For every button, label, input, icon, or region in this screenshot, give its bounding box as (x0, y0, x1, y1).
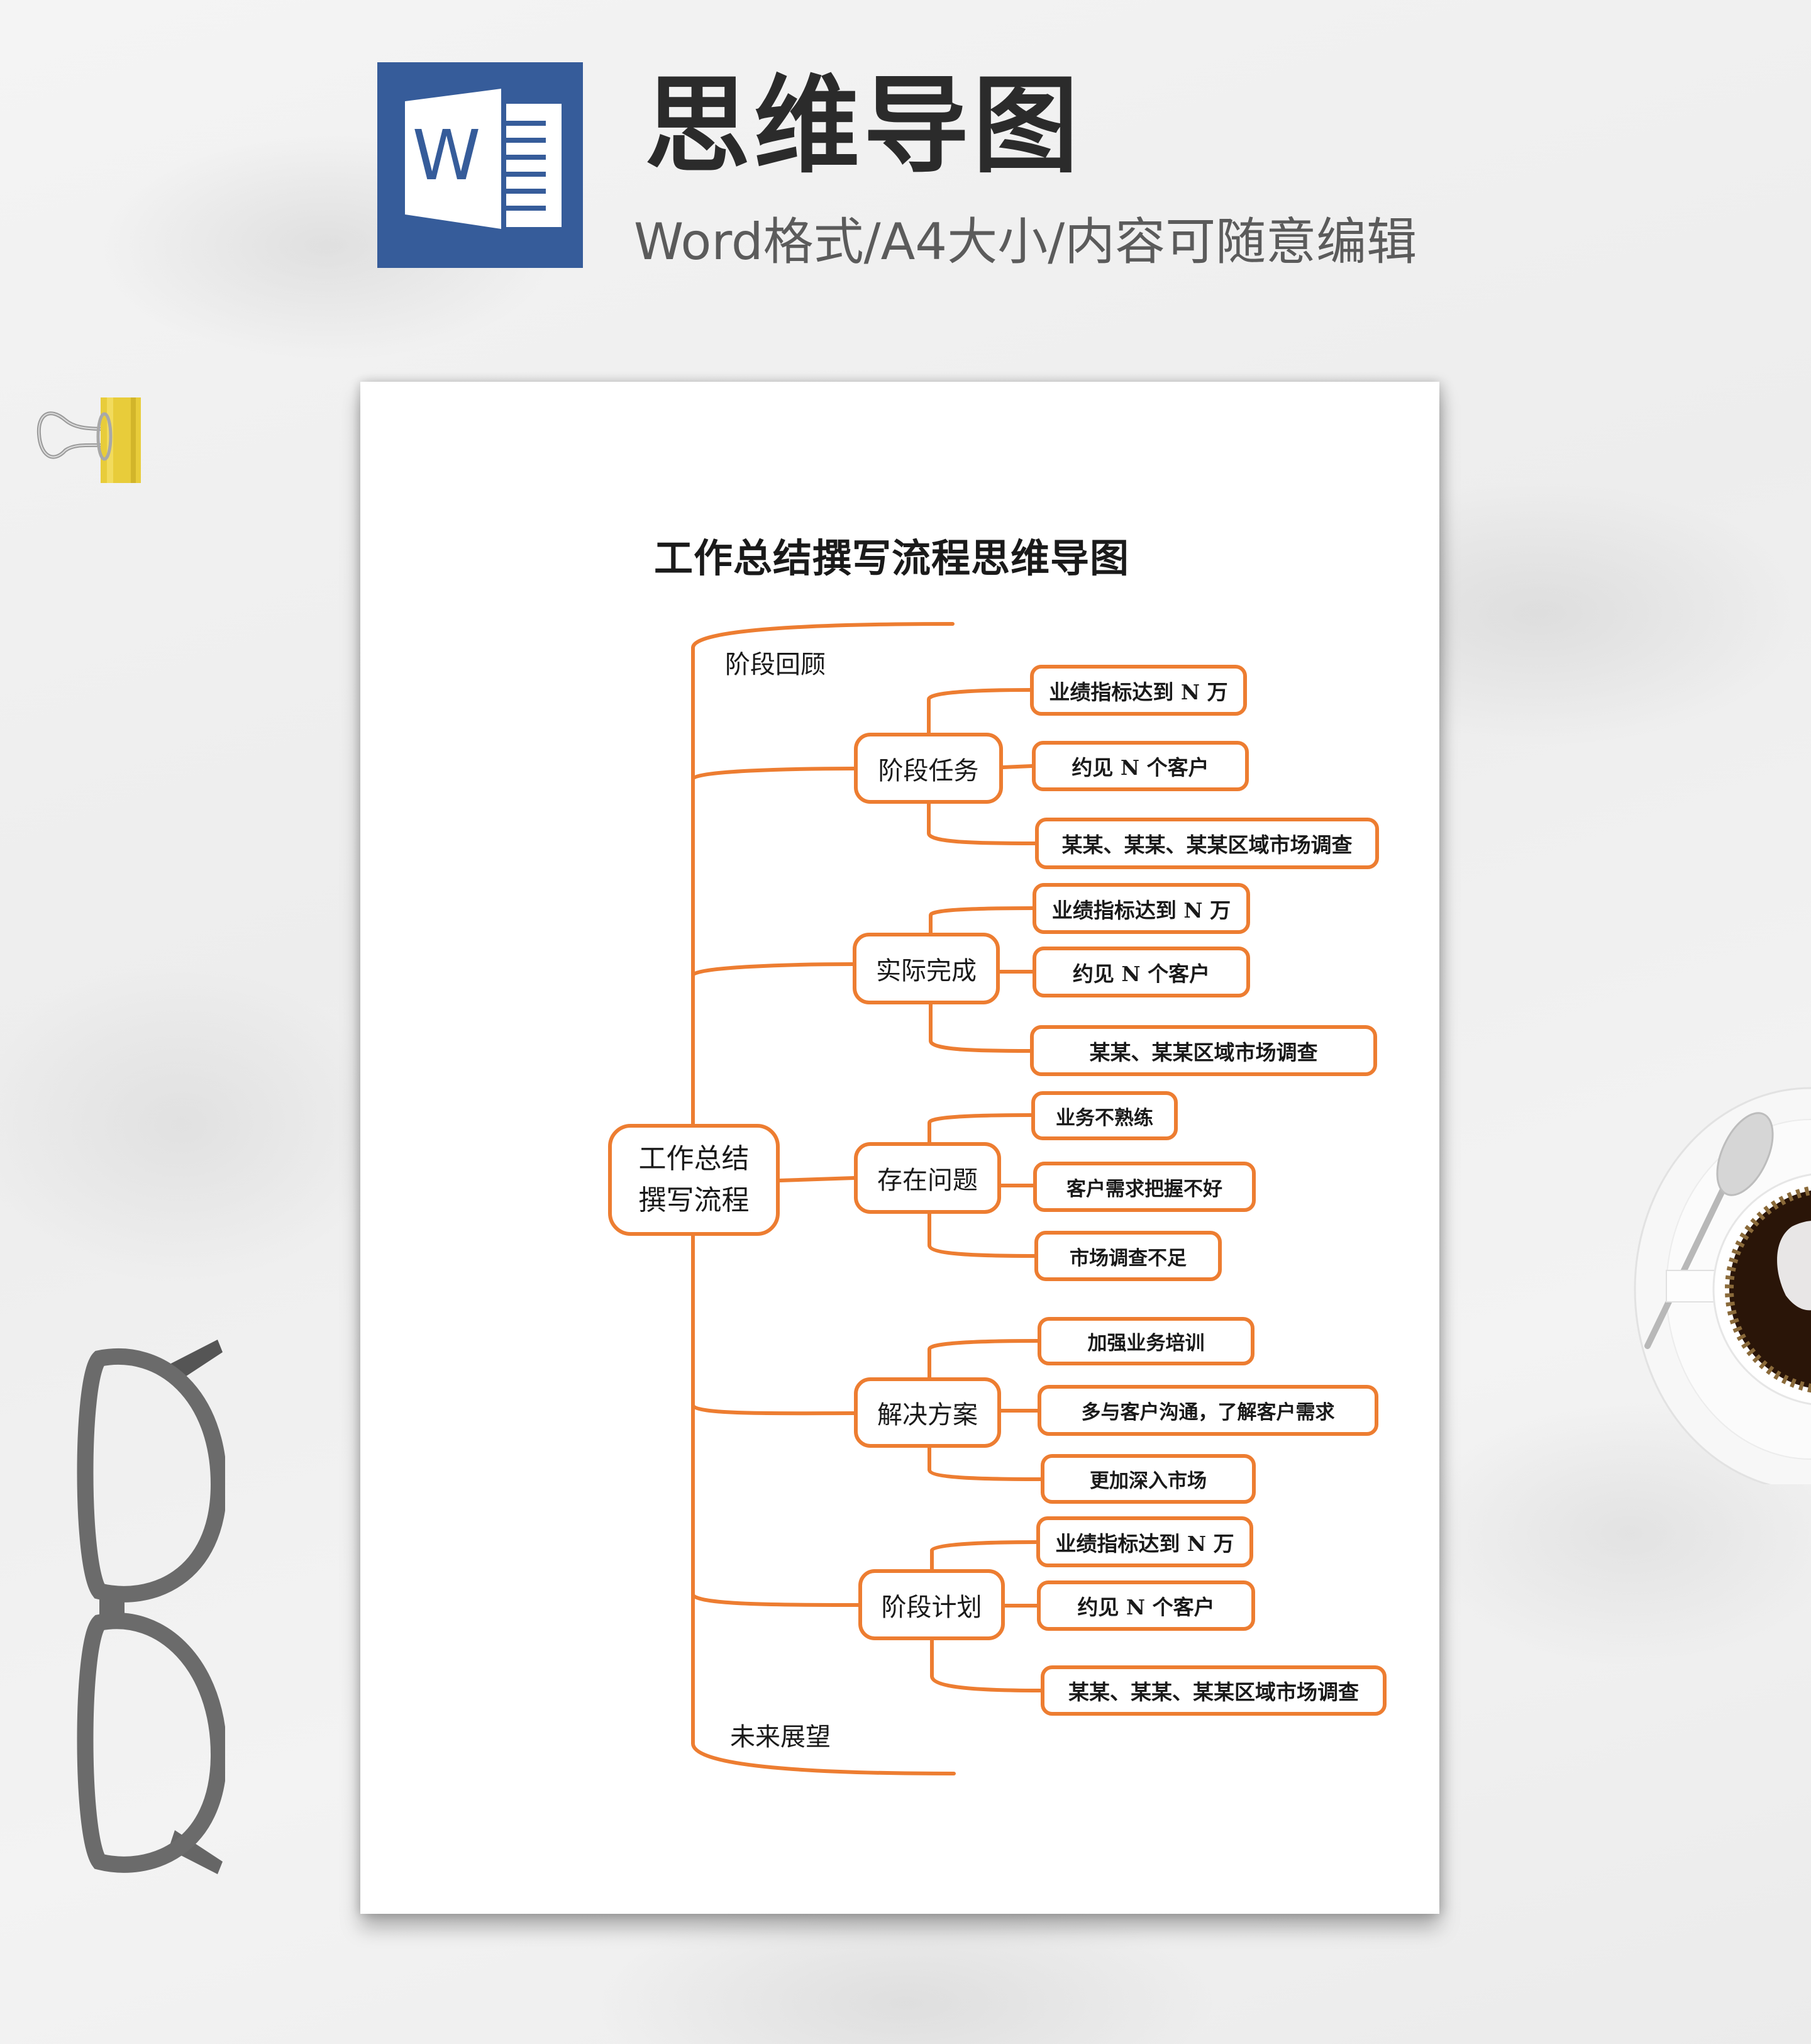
leaf-label: 业绩指标达到 N 万 (1051, 897, 1231, 923)
branch-node-stage-tasks[interactable]: 阶段任务 (854, 733, 1003, 804)
branch-node-actual-completion[interactable]: 实际完成 (853, 933, 1000, 1004)
leaf-node[interactable]: 多与客户沟通，了解客户需求 (1038, 1385, 1378, 1436)
leaf-node[interactable]: 业绩指标达到 N 万 (1033, 883, 1250, 934)
leaf-label: 更加深入市场 (1090, 1470, 1207, 1492)
coffee-cup-icon (1603, 1082, 1811, 1492)
branch-node-solutions[interactable]: 解决方案 (854, 1377, 1001, 1448)
leaf-label: 某某、某某、某某区域市场调查 (1061, 833, 1353, 857)
word-logo-glyph: W (377, 62, 583, 268)
leaf-label: 某某、某某、某某区域市场调查 (1068, 1680, 1359, 1704)
branch-label: 解决方案 (877, 1401, 978, 1430)
leaf-node[interactable]: 业绩指标达到 N 万 (1036, 1516, 1253, 1567)
leaf-label: 业绩指标达到 N 万 (1055, 1531, 1234, 1556)
eyeglasses-icon (74, 1340, 228, 1874)
page-hero-title: 思维导图 (645, 64, 1082, 187)
leaf-label: 市场调查不足 (1070, 1247, 1187, 1270)
leaf-label: 约见 N 个客户 (1072, 755, 1209, 780)
leaf-node[interactable]: 加强业务培训 (1038, 1317, 1254, 1365)
branch-node-stage-plan[interactable]: 阶段计划 (858, 1569, 1005, 1640)
leaf-label: 约见 N 个客户 (1072, 961, 1210, 986)
word-document-icon: W (377, 62, 583, 268)
root-label-line1: 工作总结 (638, 1143, 750, 1175)
branch-label: 阶段任务 (878, 756, 979, 786)
leaf-label: 业务不熟练 (1056, 1106, 1153, 1130)
svg-text:W: W (413, 115, 481, 196)
leaf-node[interactable]: 约见 N 个客户 (1037, 1580, 1255, 1631)
leaf-node[interactable]: 某某、某某区域市场调查 (1030, 1025, 1377, 1076)
branch-node-existing-problems[interactable]: 存在问题 (854, 1142, 1001, 1214)
page-hero-subtitle: Word格式/A4大小/内容可随意编辑 (634, 213, 1417, 271)
leaf-label: 业绩指标达到 N 万 (1049, 679, 1228, 704)
branch-label: 阶段计划 (881, 1592, 982, 1622)
root-label-line2: 撰写流程 (638, 1184, 750, 1216)
leaf-node[interactable]: 业务不熟练 (1031, 1091, 1178, 1140)
leaf-node[interactable]: 市场调查不足 (1034, 1231, 1222, 1281)
mindmap-end-label: 未来展望 (730, 1723, 831, 1752)
leaf-node[interactable]: 约见 N 个客户 (1033, 947, 1250, 997)
leaf-label: 约见 N 个客户 (1077, 1595, 1215, 1619)
leaf-node[interactable]: 约见 N 个客户 (1032, 741, 1249, 791)
leaf-node[interactable]: 客户需求把握不好 (1033, 1162, 1256, 1212)
leaf-node[interactable]: 某某、某某、某某区域市场调查 (1041, 1665, 1387, 1716)
binder-clip-icon (36, 390, 143, 484)
leaf-node[interactable]: 某某、某某、某某区域市场调查 (1035, 818, 1379, 869)
leaf-label: 某某、某某区域市场调查 (1089, 1040, 1318, 1065)
document-title: 工作总结撰写流程思维导图 (654, 535, 1130, 581)
leaf-node[interactable]: 更加深入市场 (1041, 1454, 1256, 1504)
leaf-label: 加强业务培训 (1087, 1332, 1205, 1355)
leaf-label: 客户需求把握不好 (1066, 1177, 1222, 1201)
mindmap-start-label: 阶段回顾 (725, 650, 826, 679)
mindmap-root-node[interactable]: 工作总结 撰写流程 (608, 1124, 780, 1236)
leaf-label: 多与客户沟通，了解客户需求 (1081, 1401, 1335, 1424)
branch-label: 实际完成 (876, 957, 977, 986)
branch-label: 存在问题 (877, 1166, 978, 1195)
leaf-node[interactable]: 业绩指标达到 N 万 (1030, 665, 1247, 716)
